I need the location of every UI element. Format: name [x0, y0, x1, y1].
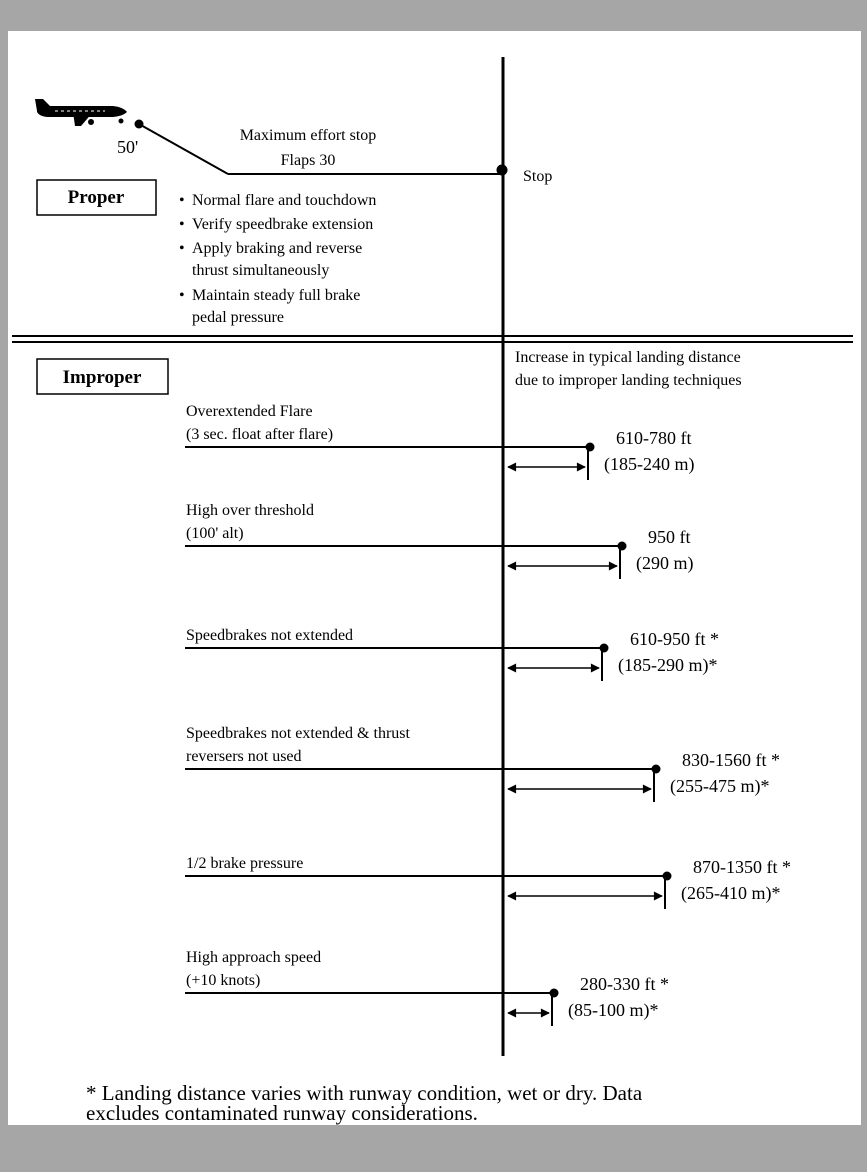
bullet-4-cont: pedal pressure: [192, 309, 284, 326]
distance-feet: 280-330 ft *: [580, 974, 669, 994]
improper-header-line1: Increase in typical landing distance: [515, 349, 741, 366]
case-label-line: High over threshold: [186, 502, 314, 519]
distance-meters: (185-240 m): [604, 454, 694, 475]
stop-label: Stop: [523, 168, 552, 185]
proper-label: Proper: [68, 187, 125, 208]
case-label-line: High approach speed: [186, 949, 321, 966]
footnote-line1: * Landing distance varies with runway co…: [86, 1081, 643, 1105]
distance-meters: (85-100 m)*: [568, 1000, 658, 1021]
proper-bullets: Normal flare and touchdown Verify speedb…: [179, 192, 376, 326]
improper-cases: Overextended Flare (3 sec. float after fl…: [185, 403, 791, 1026]
bullet-3-cont: thrust simultaneously: [192, 262, 329, 279]
airplane-icon: [35, 99, 129, 126]
distance-feet: 610-950 ft *: [630, 629, 719, 649]
case-label-line: (+10 knots): [186, 972, 260, 989]
distance-feet: 830-1560 ft *: [682, 750, 780, 770]
case-label-line: (100' alt): [186, 525, 244, 542]
proper-title-line1: Maximum effort stop: [240, 127, 377, 144]
proper-title-line2: Flaps 30: [281, 152, 336, 169]
distance-feet: 610-780 ft: [616, 428, 692, 448]
improper-header-line2: due to improper landing techniques: [515, 372, 742, 389]
case-end-point: [599, 643, 609, 653]
bullet-dot: •: [179, 216, 185, 233]
bullet-2: Verify speedbrake extension: [192, 216, 373, 233]
case-label-line: Speedbrakes not extended: [186, 627, 353, 644]
distance-meters: (265-410 m)*: [681, 883, 780, 904]
altitude-label: 50': [117, 137, 138, 157]
distance-meters: (185-290 m)*: [618, 655, 717, 676]
case-label-line: Overextended Flare: [186, 403, 313, 420]
improper-label: Improper: [63, 367, 142, 388]
case-end-point: [662, 871, 672, 881]
bullet-3: Apply braking and reverse: [192, 240, 362, 257]
case-end-point: [585, 442, 595, 452]
case-label-line: reversers not used: [186, 748, 302, 765]
distance-meters: (290 m): [636, 553, 694, 574]
approach-path: [138, 123, 229, 175]
case-label-line: Speedbrakes not extended & thrust: [186, 725, 411, 742]
bullet-dot: •: [179, 240, 185, 257]
footnote-line2: excludes contaminated runway considerati…: [86, 1101, 478, 1125]
bullet-1: Normal flare and touchdown: [192, 192, 376, 209]
case-end-point: [651, 764, 661, 774]
case-end-point: [549, 988, 559, 998]
distance-feet: 950 ft: [648, 527, 691, 547]
case-label-line: 1/2 brake pressure: [186, 855, 303, 872]
improper-box: [36, 358, 169, 395]
bullet-dot: •: [179, 287, 185, 304]
proper-box: [36, 179, 157, 216]
bullet-4: Maintain steady full brake: [192, 287, 360, 304]
distance-meters: (255-475 m)*: [670, 776, 769, 797]
case-end-point: [617, 541, 627, 551]
bullet-dot: •: [179, 192, 185, 209]
case-label-line: (3 sec. float after flare): [186, 426, 333, 443]
distance-feet: 870-1350 ft *: [693, 857, 791, 877]
